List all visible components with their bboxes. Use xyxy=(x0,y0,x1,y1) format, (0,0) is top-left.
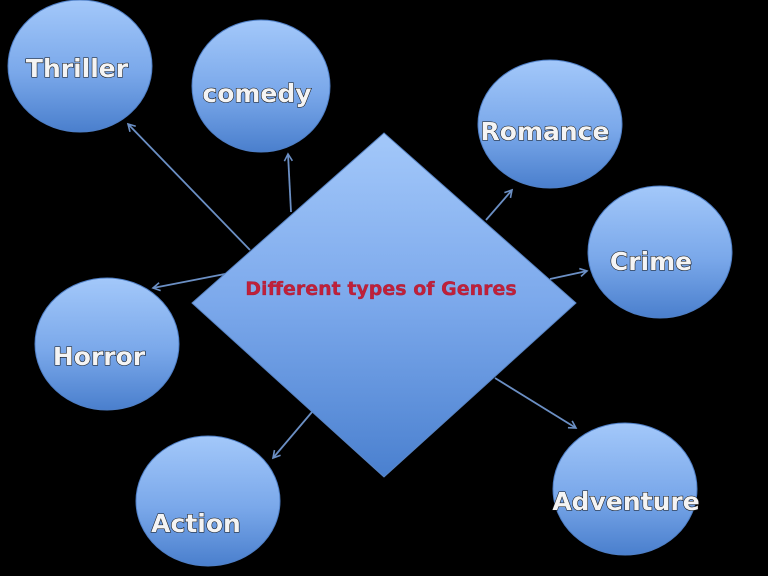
arrow-to-crime xyxy=(549,267,589,280)
connector-arrows xyxy=(126,122,589,460)
arrow-to-comedy xyxy=(283,152,294,213)
node-label-romance: Romance xyxy=(481,117,610,146)
center-title: Different types of Genres xyxy=(245,278,516,300)
arrow-to-horror xyxy=(151,272,231,292)
node-label-thriller: Thriller xyxy=(26,54,129,83)
node-label-crime: Crime xyxy=(610,247,692,276)
node-action: Action xyxy=(135,435,281,567)
node-adventure: Adventure xyxy=(552,422,700,556)
node-label-adventure: Adventure xyxy=(552,487,699,516)
node-romance: Romance xyxy=(477,59,623,189)
node-label-action: Action xyxy=(151,509,241,538)
node-label-comedy: comedy xyxy=(202,79,311,108)
arrow-to-romance xyxy=(485,188,514,221)
node-label-horror: Horror xyxy=(53,342,146,371)
node-thriller: Thriller xyxy=(7,0,153,133)
arrow-to-action xyxy=(271,411,313,460)
arrow-to-thriller xyxy=(126,122,251,251)
node-crime: Crime xyxy=(587,185,733,319)
center-diamond: Different types of Genres xyxy=(191,132,577,478)
arrow-to-adventure xyxy=(494,377,578,429)
node-comedy: comedy xyxy=(191,19,331,153)
node-horror: Horror xyxy=(34,277,180,411)
